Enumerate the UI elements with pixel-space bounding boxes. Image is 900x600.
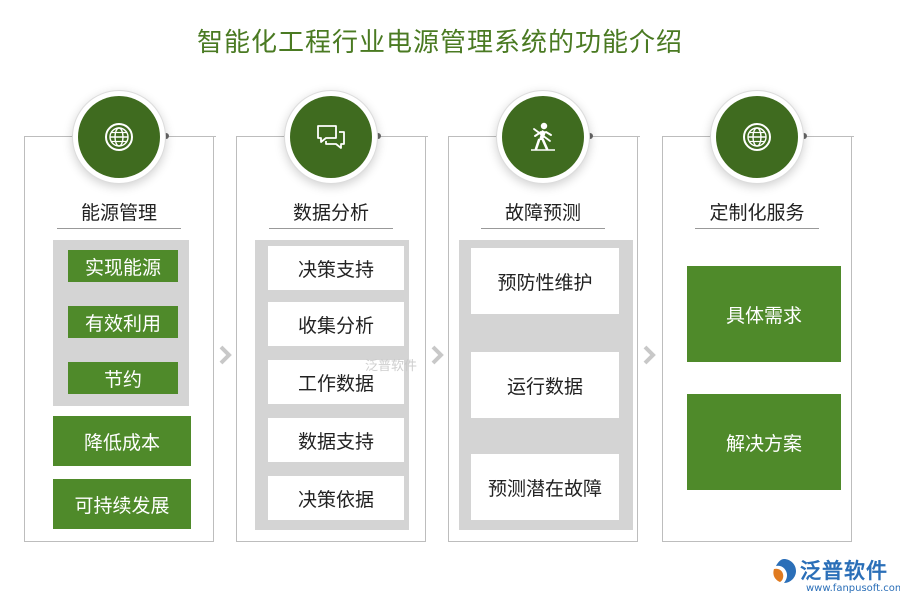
- card-fault-prediction: 故障预测 预防性维护 运行数据 预测潜在故障: [448, 96, 640, 542]
- chevron-right-icon: [219, 345, 232, 365]
- item-box: 节约: [68, 362, 178, 394]
- item-box: 有效利用: [68, 306, 178, 338]
- card-title: 故障预测: [504, 202, 581, 224]
- chat-bubbles-icon: [290, 96, 372, 178]
- item-box: 可持续发展: [53, 479, 191, 529]
- chevron-right-icon: [643, 345, 656, 365]
- item-box: 工作数据: [268, 360, 404, 404]
- item-box: 决策依据: [268, 476, 404, 520]
- card-custom-service: 定制化服务 具体需求 解决方案: [662, 96, 854, 542]
- card-title: 能源管理: [80, 202, 157, 224]
- watermark: 泛普软件: [365, 359, 418, 374]
- card-data-analysis: 数据分析 决策支持 收集分析 工作数据 数据支持 决策依据: [236, 96, 428, 542]
- item-box: 解决方案: [687, 394, 841, 490]
- item-box: 实现能源: [68, 250, 178, 282]
- worker-icon: [502, 96, 584, 178]
- item-box: 降低成本: [53, 416, 191, 466]
- page-title: 智能化工程行业电源管理系统的功能介绍: [196, 28, 683, 58]
- item-box: 具体需求: [687, 266, 841, 362]
- chevron-right-icon: [431, 345, 444, 365]
- globe-icon: [78, 96, 160, 178]
- card-title: 定制化服务: [709, 202, 805, 224]
- globe-icon: [716, 96, 798, 178]
- brand-logo: 泛普软件 www.fanpusoft.com: [770, 555, 900, 595]
- item-box: 预防性维护: [471, 248, 619, 314]
- item-box: 决策支持: [268, 246, 404, 290]
- card-title: 数据分析: [292, 202, 369, 224]
- item-box: 运行数据: [471, 352, 619, 418]
- logo-url: www.fanpusoft.com: [806, 583, 900, 594]
- card-energy-management: 能源管理 实现能源 有效利用 节约 降低成本 可持续发展: [24, 96, 216, 542]
- item-box: 预测潜在故障: [471, 454, 619, 520]
- item-box: 数据支持: [268, 418, 404, 462]
- item-box: 收集分析: [268, 302, 404, 346]
- logo-name: 泛普软件: [800, 559, 888, 583]
- logo-mark-icon: [773, 559, 796, 583]
